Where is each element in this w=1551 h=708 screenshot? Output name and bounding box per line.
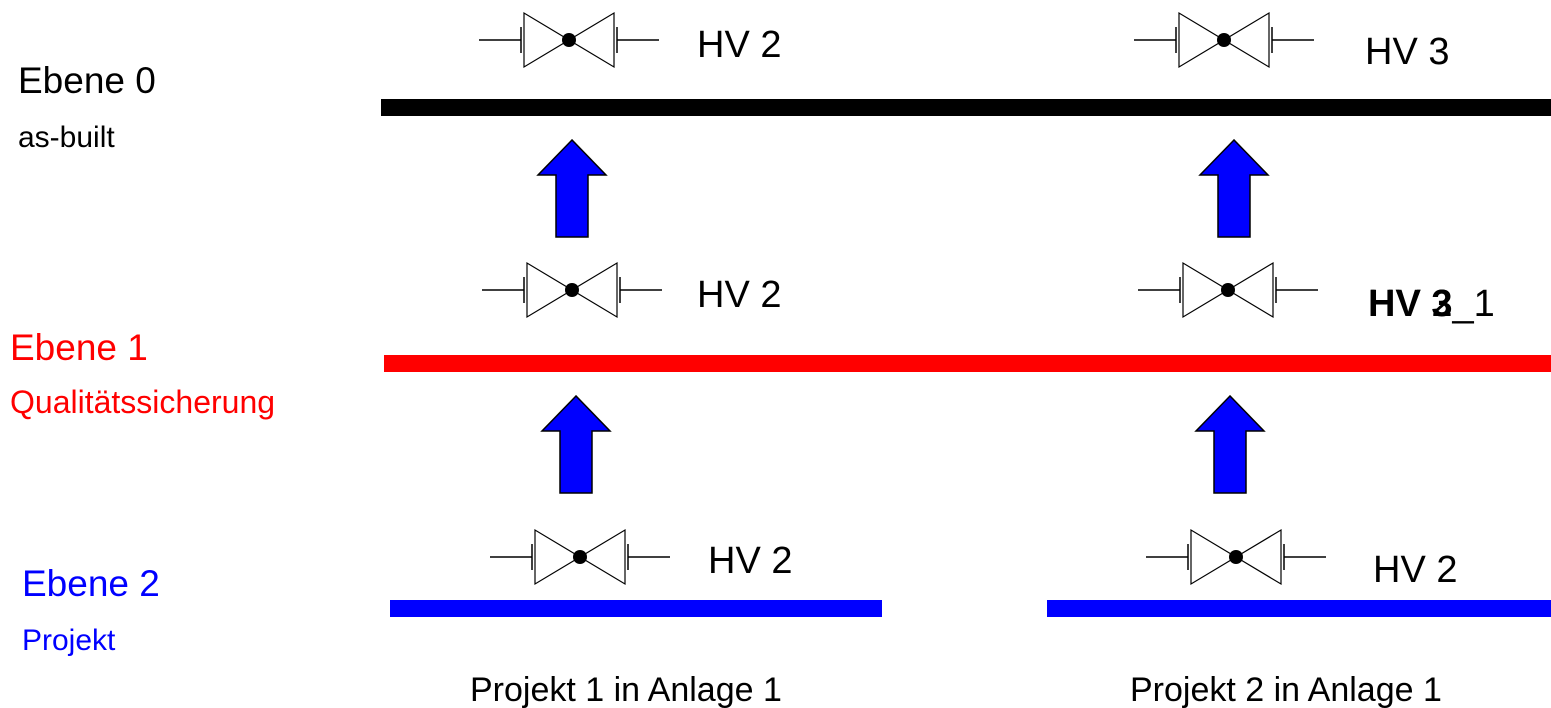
level-0-title: Ebene 0 xyxy=(18,60,156,101)
level-2-title: Ebene 2 xyxy=(22,563,160,604)
level-1-line xyxy=(384,355,1551,372)
gate-valve-icon xyxy=(1145,529,1327,585)
up-arrow-icon xyxy=(1195,395,1265,494)
gate-valve-icon xyxy=(1133,12,1315,68)
valve-label: HV 2 xyxy=(708,540,792,582)
level-0-line xyxy=(381,99,1551,116)
valve-label: HV 3 xyxy=(1365,31,1449,73)
up-arrow-icon xyxy=(1199,139,1269,238)
valve-label-overlapped: HV 2_1 xyxy=(1368,283,1495,325)
level-2-line-project-2 xyxy=(1047,600,1551,617)
valve-label: HV 2 xyxy=(1373,549,1457,591)
level-1-subtitle: Qualitätssicherung xyxy=(10,384,275,420)
gate-valve-icon xyxy=(478,12,660,68)
up-arrow-icon xyxy=(537,139,607,238)
project-label: Projekt 2 in Anlage 1 xyxy=(1130,671,1442,708)
project-label: Projekt 1 in Anlage 1 xyxy=(470,671,782,708)
level-0-subtitle: as-built xyxy=(18,121,115,154)
up-arrow-icon xyxy=(541,395,611,494)
gate-valve-icon xyxy=(489,529,671,585)
level-2-line-project-1 xyxy=(390,600,882,617)
valve-label: HV 2 xyxy=(697,24,781,66)
level-1-title: Ebene 1 xyxy=(10,327,148,368)
level-2-subtitle: Projekt xyxy=(22,624,116,657)
gate-valve-icon xyxy=(481,262,663,318)
valve-label: HV 2 xyxy=(697,274,781,316)
gate-valve-icon xyxy=(1137,262,1319,318)
valve-label-overlapped: HV 3 xyxy=(1368,283,1452,325)
